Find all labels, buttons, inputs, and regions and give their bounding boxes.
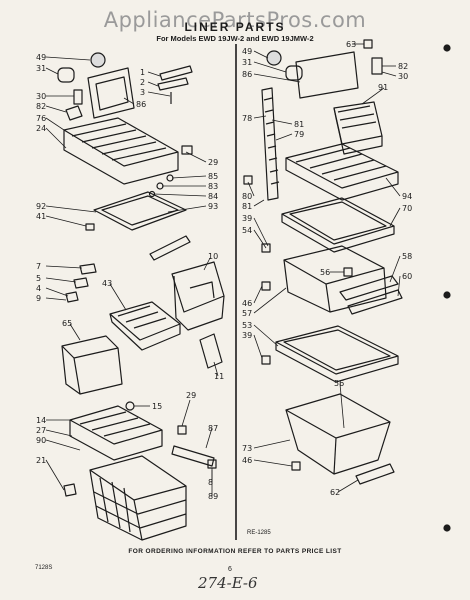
callout-number-31: 31 <box>242 58 252 67</box>
page-title: LINER PARTS <box>184 20 286 34</box>
callout-number-63: 63 <box>346 40 356 49</box>
handwritten-note: 274-E-6 <box>198 574 258 592</box>
diagram-reference: RE-1285 <box>247 530 271 536</box>
callout-number-78: 78 <box>242 114 252 123</box>
ordering-note: FOR ORDERING INFORMATION REFER TO PARTS … <box>128 548 342 555</box>
callout-number-5: 5 <box>36 274 41 283</box>
callout-number-27: 27 <box>36 426 46 435</box>
callout-number-29: 29 <box>186 391 196 400</box>
callout-number-15: 15 <box>152 402 162 411</box>
callout-number-83: 83 <box>208 182 218 191</box>
callout-number-79: 79 <box>294 130 304 139</box>
callout-number-60: 60 <box>402 272 412 281</box>
callout-number-91: 91 <box>378 83 388 92</box>
callout-number-43: 43 <box>102 279 112 288</box>
callout-number-54: 54 <box>242 226 252 235</box>
callout-number-41: 41 <box>36 212 46 221</box>
callout-number-1: 1 <box>140 68 145 77</box>
callout-number-3: 3 <box>140 88 145 97</box>
callout-number-39: 39 <box>242 214 252 223</box>
callout-number-49: 49 <box>242 47 252 56</box>
callout-number-14: 14 <box>36 416 46 425</box>
callout-number-7: 7 <box>36 262 41 271</box>
callout-number-57: 57 <box>242 309 252 318</box>
callout-number-90: 90 <box>36 436 46 445</box>
callout-number-85: 85 <box>208 172 218 181</box>
callout-number-4: 4 <box>36 284 41 293</box>
callout-number-89: 89 <box>208 492 218 501</box>
callout-number-49: 49 <box>36 53 46 62</box>
callout-number-11: 11 <box>214 372 224 381</box>
callout-number-94: 94 <box>402 192 412 201</box>
callout-number-86: 86 <box>136 100 146 109</box>
callout-number-29: 29 <box>208 158 218 167</box>
callout-number-81: 81 <box>242 202 252 211</box>
callout-number-80: 80 <box>242 192 252 201</box>
callout-number-92: 92 <box>36 202 46 211</box>
callout-number-9: 9 <box>36 294 41 303</box>
callout-number-70: 70 <box>402 204 412 213</box>
page-number: 6 <box>228 566 232 573</box>
callout-number-73: 73 <box>242 444 252 453</box>
callout-number-53: 53 <box>242 321 252 330</box>
callout-number-24: 24 <box>36 124 46 133</box>
callout-number-81: 81 <box>294 120 304 129</box>
callout-number-65: 65 <box>62 319 72 328</box>
callout-number-56: 56 <box>334 379 344 388</box>
callout-number-8: 8 <box>208 478 213 487</box>
callout-number-76: 76 <box>36 114 46 123</box>
callout-number-10: 10 <box>208 252 218 261</box>
callout-number-46: 46 <box>242 299 252 308</box>
callout-number-82: 82 <box>398 62 408 71</box>
callout-number-21: 21 <box>36 456 46 465</box>
document-code: 7128S <box>35 565 53 571</box>
callout-number-93: 93 <box>208 202 218 211</box>
callout-number-62: 62 <box>330 488 340 497</box>
callout-number-56: 56 <box>320 268 330 277</box>
callout-number-58: 58 <box>402 252 412 261</box>
page-subtitle: For Models EWD 19JW-2 and EWD 19JMW-2 <box>156 34 314 43</box>
callout-number-46: 46 <box>242 456 252 465</box>
callout-number-31: 31 <box>36 64 46 73</box>
callout-number-30: 30 <box>36 92 46 101</box>
callout-number-87: 87 <box>208 424 218 433</box>
callout-number-86: 86 <box>242 70 252 79</box>
callout-number-82: 82 <box>36 102 46 111</box>
watermark: AppliancePartsPros.com <box>103 8 367 32</box>
callout-number-30: 30 <box>398 72 408 81</box>
callout-number-39: 39 <box>242 331 252 340</box>
callout-number-2: 2 <box>140 78 145 87</box>
callout-number-84: 84 <box>208 192 218 201</box>
